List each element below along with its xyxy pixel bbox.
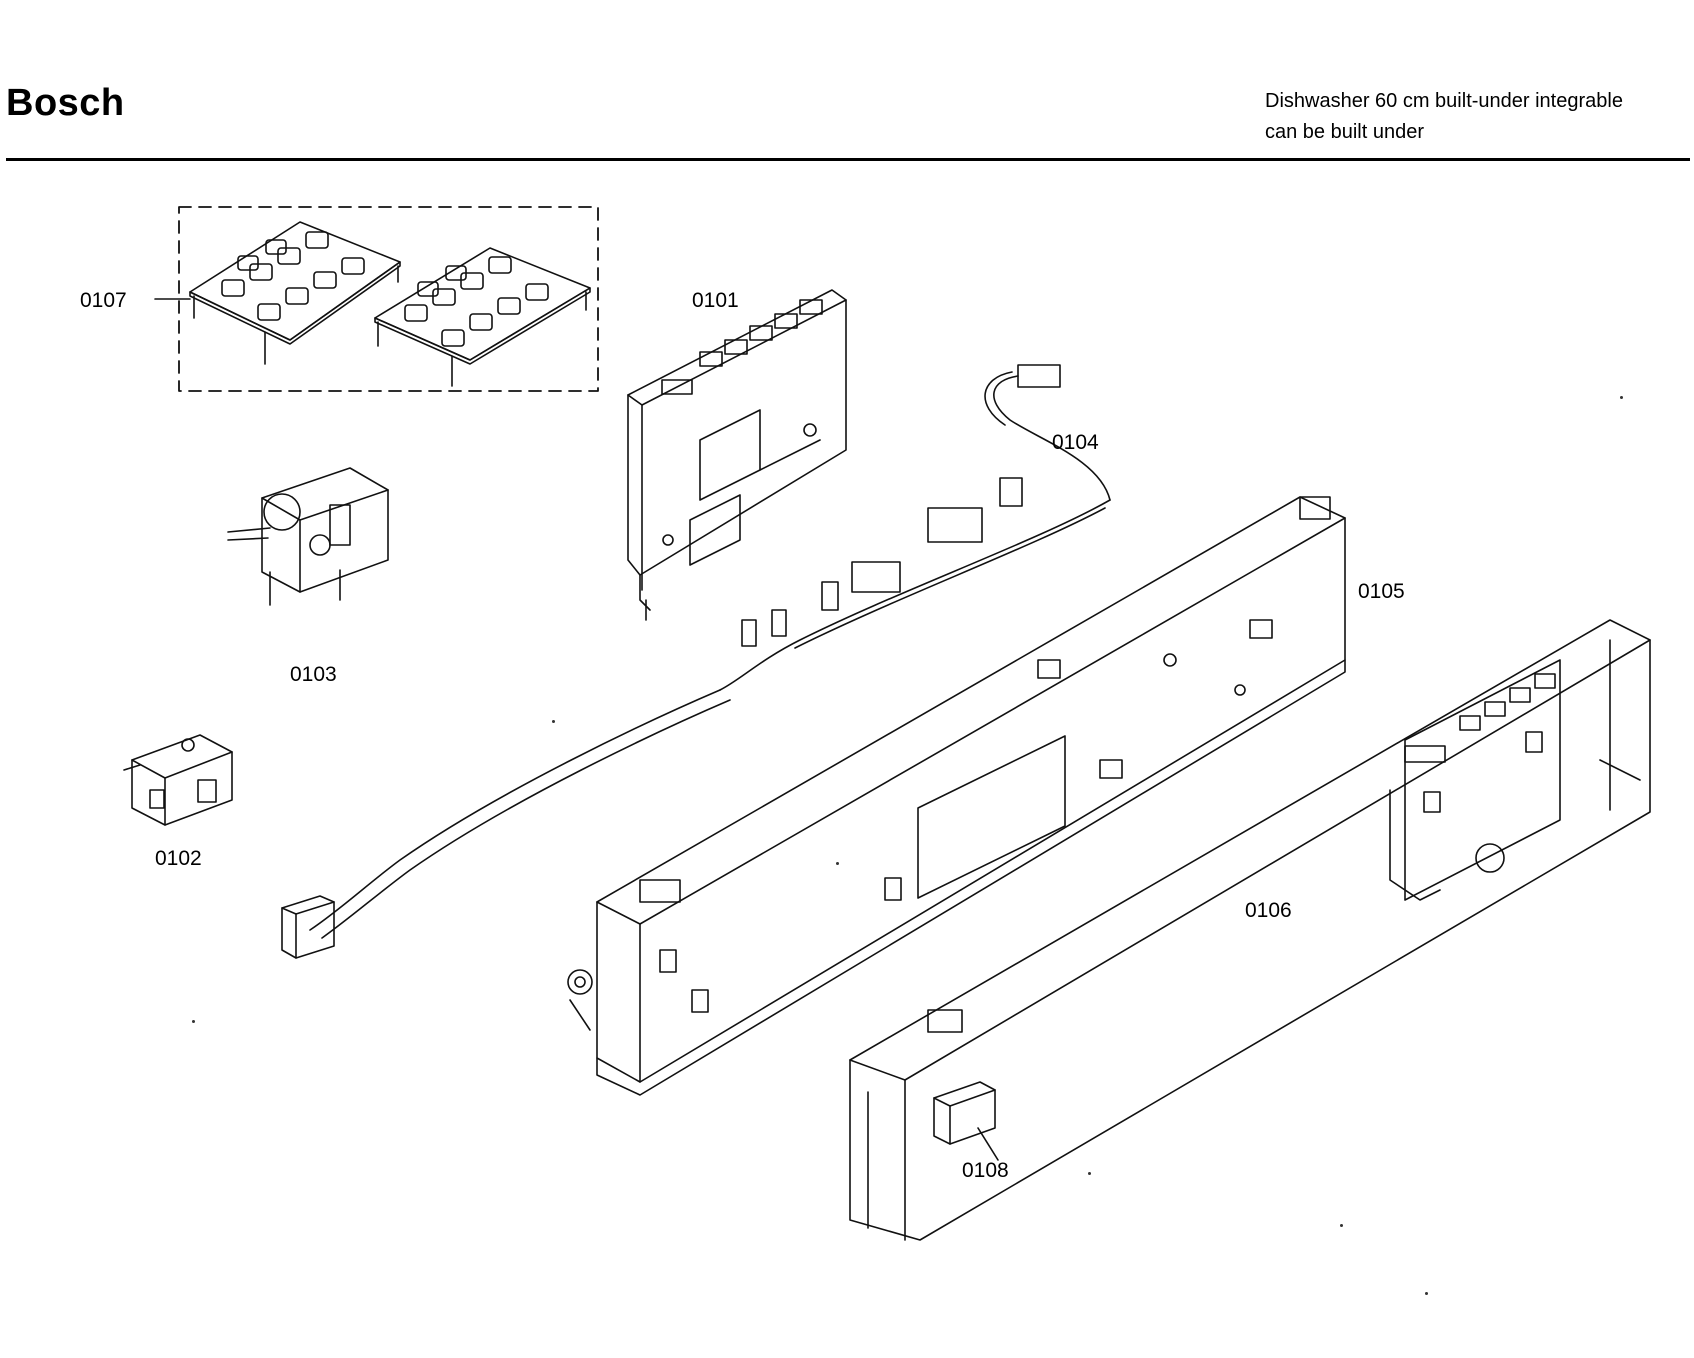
header-rule [6, 158, 1690, 161]
model-description: Dishwasher 60 cm built-under integrable … [1265, 86, 1623, 148]
model-line-1: Dishwasher 60 cm built-under integrable [1265, 90, 1623, 112]
callout-0107: 0107 [80, 289, 127, 312]
callout-0105: 0105 [1358, 580, 1405, 603]
stray-dot [836, 862, 839, 865]
part-0104-wiring-harness[interactable] [281, 364, 1111, 959]
part-0106-fascia-panel[interactable] [849, 619, 1651, 1241]
part-0108-clip[interactable] [933, 1081, 999, 1161]
callout-0103: 0103 [290, 663, 337, 686]
callout-0104: 0104 [1052, 431, 1099, 454]
callout-0106: 0106 [1245, 899, 1292, 922]
stray-dot [1425, 1292, 1428, 1295]
part-0107-keypad-mats[interactable] [154, 206, 599, 392]
part-0101-control-module[interactable] [627, 289, 847, 621]
part-0105-panel-frame[interactable] [567, 496, 1346, 1096]
stray-dot [1340, 1224, 1343, 1227]
stray-dot [192, 1020, 195, 1023]
part-0103-actuator[interactable] [227, 467, 389, 606]
brand-name: Bosch [6, 82, 125, 124]
part-0102-switch[interactable] [123, 734, 233, 826]
callout-0102: 0102 [155, 847, 202, 870]
stray-dot [552, 720, 555, 723]
stray-dot [1088, 1172, 1091, 1175]
callout-0108: 0108 [962, 1159, 1009, 1182]
stray-dot [1620, 396, 1623, 399]
model-line-2: can be built under [1265, 121, 1425, 143]
callout-0101: 0101 [692, 289, 739, 312]
